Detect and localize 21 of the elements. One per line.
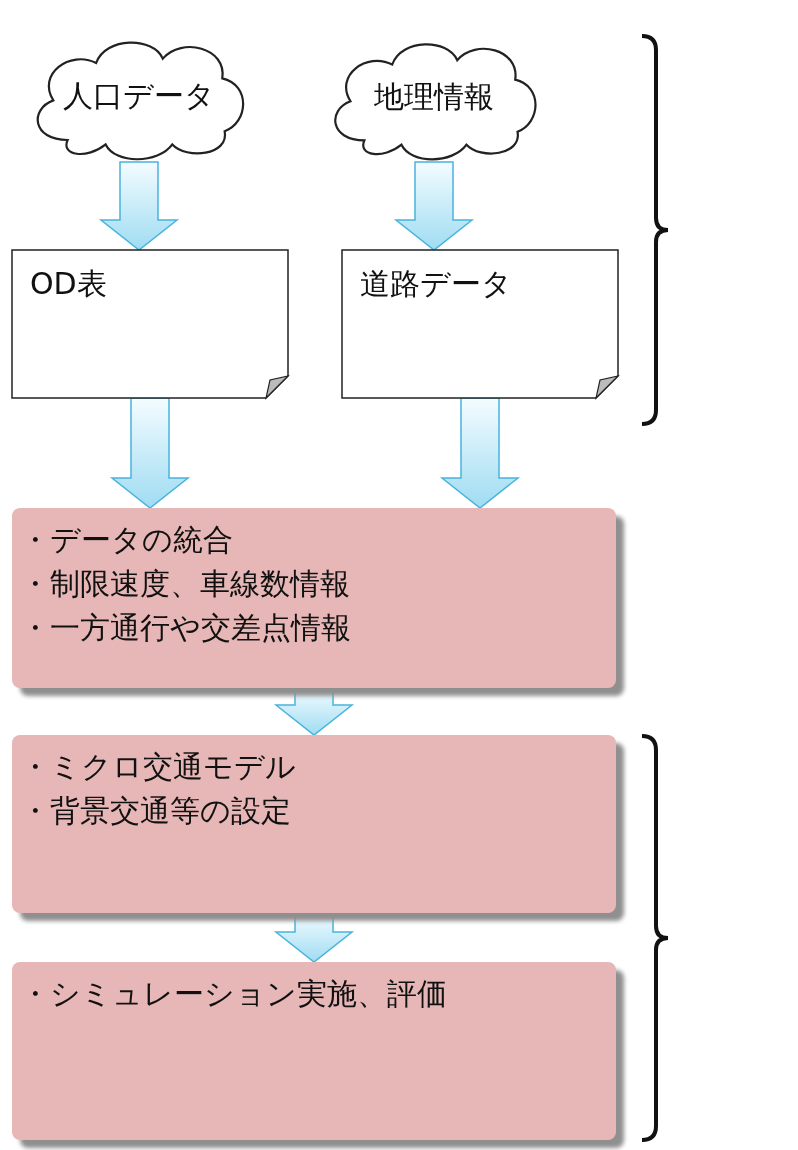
list-item: ・データの統合 xyxy=(20,521,234,559)
node-label: 人口データ xyxy=(63,77,215,115)
list-item: ・シミュレーション実施、評価 xyxy=(20,975,448,1013)
node-label: OD表 xyxy=(29,265,108,303)
list-item: ・一方通行や交差点情報 xyxy=(20,609,352,647)
block-arrow xyxy=(98,161,180,251)
process-box xyxy=(12,735,616,913)
block-arrow xyxy=(393,161,475,251)
block-arrow xyxy=(273,912,355,963)
list-item: ・背景交通等の設定 xyxy=(20,792,292,830)
process-box xyxy=(12,508,616,688)
block-arrow xyxy=(109,397,191,509)
process-box xyxy=(12,962,616,1140)
node-label: 地理情報 xyxy=(374,78,494,116)
node-label: 道路データ xyxy=(359,265,513,303)
block-arrow xyxy=(439,397,521,509)
list-item: ・制限速度、車線数情報 xyxy=(20,565,351,603)
list-item: ・ミクロ交通モデル xyxy=(20,748,297,786)
block-arrow xyxy=(273,687,355,736)
document-shape xyxy=(12,250,288,398)
document-shape xyxy=(342,250,618,398)
